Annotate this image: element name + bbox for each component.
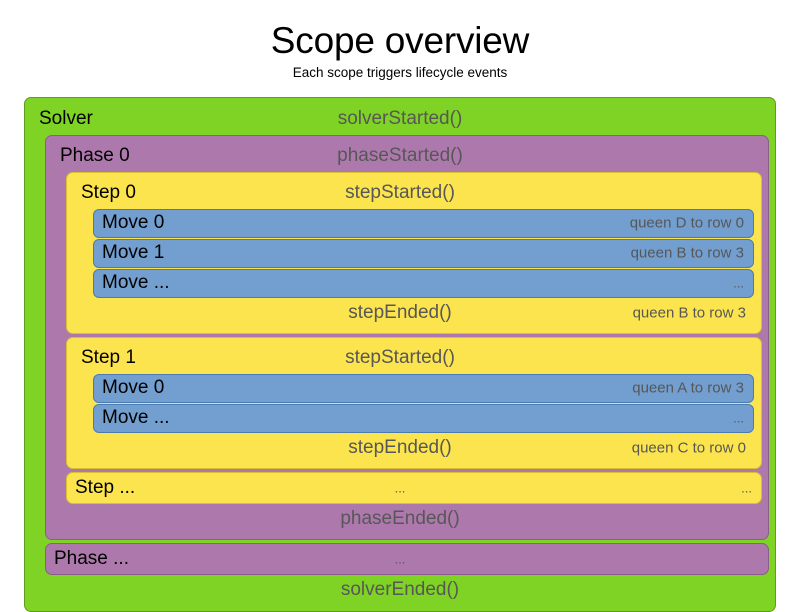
move-result: queen B to row 3: [630, 244, 744, 262]
solver-ended-row: solverEnded(): [31, 575, 769, 605]
step-ended-result: queen C to row 0: [631, 439, 746, 457]
step-label: Step 1: [81, 346, 136, 368]
step-label: Step ...: [75, 476, 136, 498]
move-result: ...: [733, 275, 744, 291]
phase-ellipsis-scope[interactable]: Phase ... ...: [45, 542, 769, 575]
page-header: Scope overview Each scope triggers lifec…: [0, 0, 800, 80]
step-ended-row: stepEnded() queen B to row 3: [73, 298, 755, 328]
step-ellipsis-center: ...: [394, 480, 406, 496]
step-ellipsis-scope[interactable]: Step ... ... ...: [66, 471, 762, 504]
page-title: Scope overview: [270, 20, 530, 61]
scope-overview-diagram: Solver solverStarted() Phase 0 phaseStar…: [24, 96, 776, 612]
step-scope[interactable]: Step 1 stepStarted() Move 0 queen A to r…: [66, 336, 762, 469]
move-label: Move 0: [102, 377, 165, 399]
move-scope[interactable]: Move ... ...: [93, 403, 754, 433]
move-scope[interactable]: Move ... ...: [93, 268, 754, 298]
step-block: Step 0 stepStarted() Move 0 queen D to r…: [66, 171, 762, 334]
step-block: Step 1 stepStarted() Move 0 queen A to r…: [66, 336, 762, 469]
solver-started-event: solverStarted(): [337, 107, 463, 129]
solver-label: Solver: [39, 107, 93, 129]
move-result: queen D to row 0: [629, 214, 744, 232]
phase-ellipsis-center: ...: [394, 551, 406, 567]
move-label: Move ...: [102, 272, 170, 294]
solver-started-row: Solver solverStarted(): [31, 104, 769, 134]
phase-ellipsis-row: Phase ... ...: [46, 544, 768, 574]
step-started-row: Step 0 stepStarted(): [73, 178, 755, 208]
step-ellipsis-row: Step ... ... ...: [67, 473, 761, 503]
phase-ended-row: phaseEnded(): [52, 504, 762, 534]
move-result: ...: [733, 410, 744, 426]
step-ended-result: queen B to row 3: [632, 304, 746, 322]
move-result: queen A to row 3: [632, 379, 744, 397]
move-scope[interactable]: Move 0 queen D to row 0: [93, 208, 754, 238]
page-subtitle: Each scope triggers lifecycle events: [292, 64, 508, 80]
move-label: Move 1: [102, 242, 165, 264]
phase-started-event: phaseStarted(): [337, 144, 463, 166]
move-scope[interactable]: Move 1 queen B to row 3: [93, 238, 754, 268]
step-started-row: Step 1 stepStarted(): [73, 343, 755, 373]
phase-label: Phase 0: [60, 144, 130, 166]
step-block: Step ... ... ...: [66, 471, 762, 504]
move-label: Move ...: [102, 407, 170, 429]
phase-block: Phase ... ...: [45, 542, 769, 575]
phase-ended-event: phaseEnded(): [340, 507, 460, 529]
move-list: Move 0 queen A to row 3 Move ... ...: [93, 373, 754, 433]
phase-list: Phase 0 phaseStarted() Step 0 stepStarte…: [45, 134, 769, 575]
phase-scope[interactable]: Phase 0 phaseStarted() Step 0 stepStarte…: [45, 134, 769, 540]
solver-scope[interactable]: Solver solverStarted() Phase 0 phaseStar…: [24, 96, 776, 612]
step-started-event: stepStarted(): [345, 346, 455, 368]
move-label: Move 0: [102, 212, 165, 234]
step-ellipsis-right: ...: [741, 480, 752, 496]
step-list: Step 0 stepStarted() Move 0 queen D to r…: [66, 171, 762, 504]
phase-block: Phase 0 phaseStarted() Step 0 stepStarte…: [45, 134, 769, 540]
phase-started-row: Phase 0 phaseStarted(): [52, 141, 762, 171]
step-started-event: stepStarted(): [345, 181, 455, 203]
move-scope[interactable]: Move 0 queen A to row 3: [93, 373, 754, 403]
phase-label: Phase ...: [54, 547, 129, 569]
move-list: Move 0 queen D to row 0 Move 1 queen B t…: [93, 208, 754, 298]
step-scope[interactable]: Step 0 stepStarted() Move 0 queen D to r…: [66, 171, 762, 334]
step-label: Step 0: [81, 181, 136, 203]
solver-ended-event: solverEnded(): [340, 578, 460, 600]
step-ended-row: stepEnded() queen C to row 0: [73, 433, 755, 463]
